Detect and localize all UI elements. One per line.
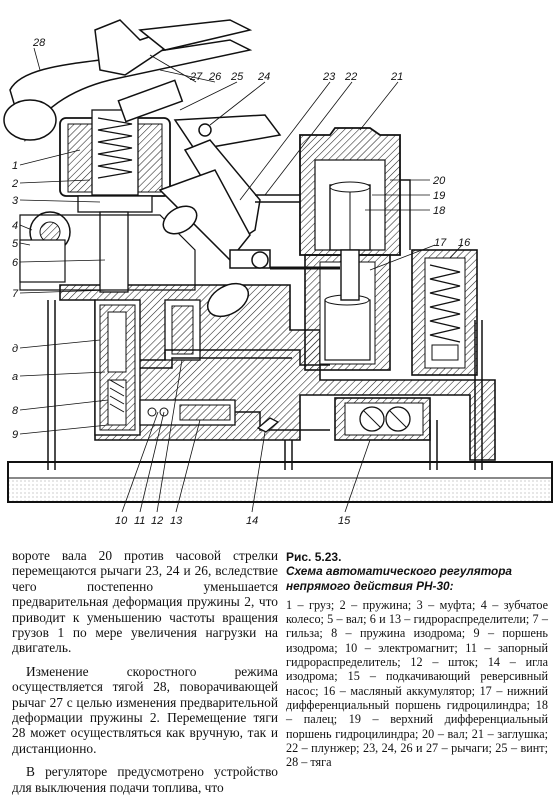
callout-3: 3 [12, 195, 19, 207]
figure-caption: Рис. 5.23. Схема автоматического регулят… [286, 550, 548, 769]
callout-labels: 28 27 26 25 24 23 22 21 20 19 18 17 16 1… [11, 37, 471, 527]
oil-accumulator [411, 249, 478, 376]
callout-12: 12 [151, 515, 163, 527]
callout-18: 18 [433, 205, 446, 217]
lever-linkage [3, 19, 282, 318]
callout-27: 27 [189, 71, 203, 83]
body-paragraph: вороте вала 20 против часовой стрелки пе… [12, 548, 278, 656]
callout-24: 24 [257, 71, 270, 83]
callout-26: 26 [208, 71, 222, 83]
isodrome-needle [256, 417, 280, 433]
callout-2: 2 [11, 178, 18, 190]
governor-head [19, 109, 196, 293]
callout-20: 20 [432, 175, 446, 187]
body-paragraph: Изменение скоростного режима осуществляе… [12, 663, 278, 756]
callout-11: 11 [134, 515, 145, 527]
callout-10: 10 [115, 515, 128, 527]
body-paragraph: В регуляторе предусмотрено устройство дл… [12, 764, 278, 795]
callout-21: 21 [390, 71, 403, 83]
callout-28: 28 [32, 37, 46, 49]
callout-1: 1 [12, 160, 18, 172]
figure-number: Рис. 5.23. [286, 550, 342, 564]
callout-6: 6 [12, 257, 19, 269]
callout-a: а [12, 371, 18, 383]
callout-8: 8 [12, 405, 19, 417]
callout-25: 25 [230, 71, 244, 83]
callout-7: 7 [12, 288, 19, 300]
regulator-diagram: 28 27 26 25 24 23 22 21 20 19 18 17 16 1… [3, 19, 553, 527]
reversible-pump [334, 397, 431, 441]
upper-cylinder [270, 127, 401, 301]
callout-14: 14 [246, 515, 258, 527]
regulator-body [59, 284, 496, 461]
lower-cylinder [304, 254, 391, 371]
callout-15: 15 [338, 515, 351, 527]
callout-leaders [19, 47, 463, 513]
body-text: вороте вала 20 против часовой стрелки пе… [12, 548, 278, 803]
callout-19: 19 [433, 190, 445, 202]
callout-17: 17 [434, 237, 447, 249]
callout-22: 22 [344, 71, 357, 83]
callout-delta: д [12, 343, 18, 355]
oil-sump [7, 461, 553, 503]
callout-13: 13 [170, 515, 183, 527]
callout-23: 23 [322, 71, 336, 83]
callout-9: 9 [12, 429, 18, 441]
figure-legend: 1 – груз; 2 – пружина; 3 – муфта; 4 – зу… [286, 597, 548, 770]
figure-title: Схема автоматического регулятора непрямо… [286, 564, 512, 593]
callout-5: 5 [12, 238, 19, 250]
callout-16: 16 [458, 237, 471, 249]
callout-4: 4 [12, 220, 18, 232]
